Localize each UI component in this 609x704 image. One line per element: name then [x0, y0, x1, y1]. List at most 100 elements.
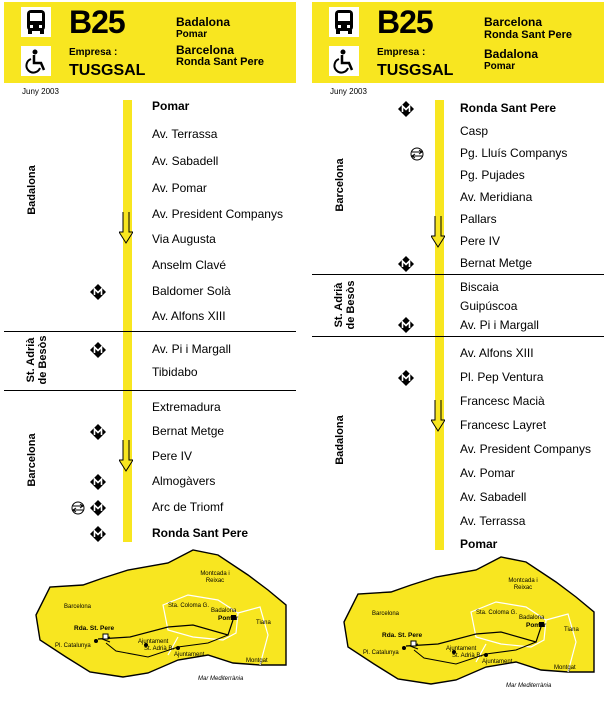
stop-name: Tibidabo	[152, 365, 198, 379]
stop-name: Via Augusta	[152, 232, 216, 246]
stop-name: Av. Sabadell	[460, 490, 527, 504]
metro-icon	[90, 474, 106, 490]
route-line	[123, 100, 132, 542]
map-label: Ajuntament	[174, 652, 205, 658]
route-header: B25 Empresa : TUSGSAL Barcelona Ronda Sa…	[312, 2, 604, 83]
stop-name: Biscaia	[460, 280, 499, 294]
stop-name: Francesc Layret	[460, 418, 547, 432]
destination-stop: Pomar	[484, 61, 516, 72]
issue-date: Juny 2003	[330, 87, 367, 96]
map-label: Badalona	[211, 608, 237, 614]
stop-name: Pere IV	[460, 234, 501, 248]
stop-name: Pomar	[460, 537, 498, 551]
zone-divider	[4, 331, 296, 332]
route-header: B25 Empresa : TUSGSAL Badalona Pomar Bar…	[4, 2, 296, 83]
stop-name: Av. Pi i Margall	[152, 342, 231, 356]
zone-label: St. Adrià de Besòs	[333, 280, 357, 330]
map-label: Mar Mediterrània	[198, 676, 244, 682]
empresa-label: Empresa :	[377, 47, 426, 58]
metro-icon	[398, 256, 414, 272]
wheelchair-icon	[21, 46, 51, 76]
origin-stop: Pomar	[176, 29, 208, 40]
zone-label: Badalona	[334, 415, 346, 465]
destination-stop: Ronda Sant Pere	[176, 56, 265, 68]
map-label: Montgat	[246, 658, 268, 664]
map-label: Pomar	[526, 622, 547, 629]
metro-icon	[90, 424, 106, 440]
stop-name: Pg. Lluís Companys	[460, 146, 568, 160]
map-label: Tiana	[256, 620, 271, 626]
metro-icon	[90, 500, 106, 516]
stop-name: Anselm Clavé	[152, 258, 227, 272]
map-label: St. Adrià B.	[452, 653, 483, 659]
metro-icon	[398, 370, 414, 386]
stop-name: Av. Alfons XIII	[152, 309, 226, 323]
stop-name: Pere IV	[152, 449, 193, 463]
map-label: Ajuntament	[446, 646, 477, 652]
stop-name: Bernat Metge	[460, 256, 533, 270]
bus-icon	[21, 7, 51, 37]
route-number: B25	[377, 4, 434, 40]
timetable-panel-outbound: B25 Empresa : TUSGSAL Badalona Pomar Bar…	[2, 0, 298, 704]
metro-icon	[90, 526, 106, 542]
stop-name: Ronda Sant Pere	[152, 526, 249, 540]
zone-divider	[4, 390, 296, 391]
map-label: Pl. Catalunya	[55, 643, 91, 649]
direction-arrow-icon	[118, 440, 134, 472]
zone-label: Badalona	[26, 165, 38, 215]
route-map: Montcada i Reixac Barcelona Sta. Coloma …	[28, 545, 288, 695]
route-line	[435, 100, 444, 550]
map-label: Rda. St. Pere	[382, 632, 423, 639]
metro-icon	[90, 342, 106, 358]
map-label: Barcelona	[64, 604, 92, 610]
stop-name: Pomar	[152, 99, 190, 113]
map-label: St. Adrià B.	[144, 646, 175, 652]
route-map: Montcada i Reixac Barcelona Sta. Coloma …	[336, 552, 596, 702]
map-label: Pl. Catalunya	[363, 650, 399, 656]
empresa-label: Empresa :	[69, 47, 118, 58]
map-label: Montcada i Reixac	[200, 571, 230, 584]
stop-name: Bernat Metge	[152, 424, 225, 438]
map-label: Pomar	[218, 615, 239, 622]
zone-label: St. Adrià de Besòs	[25, 335, 49, 385]
stop-name: Av. President Companys	[152, 207, 283, 221]
stop-name: Almogàvers	[152, 474, 216, 488]
stop-name: Pl. Pep Ventura	[460, 370, 544, 384]
origin-city: Barcelona	[484, 15, 543, 29]
operator-name: TUSGSAL	[377, 62, 454, 79]
stop-name: Baldomer Solà	[152, 284, 231, 298]
map-label: Barcelona	[372, 611, 400, 617]
zone-divider	[312, 274, 604, 275]
train-icon	[410, 147, 424, 161]
zone-label: Barcelona	[26, 433, 38, 487]
stop-name: Av. Pomar	[460, 466, 515, 480]
zone-label: Barcelona	[334, 158, 346, 212]
destination-city: Badalona	[484, 47, 539, 61]
map-label: Tiana	[564, 627, 579, 633]
stop-name: Av. Meridiana	[460, 190, 533, 204]
stop-name: Av. Pi i Margall	[460, 318, 539, 332]
stop-name: Casp	[460, 124, 489, 138]
stop-name: Francesc Macià	[460, 394, 545, 408]
map-label: Sta. Coloma G.	[168, 603, 210, 609]
route-number: B25	[69, 4, 126, 40]
map-label: Montgat	[554, 665, 576, 671]
map-label: Ajuntament	[482, 659, 513, 665]
timetable-panel-return: B25 Empresa : TUSGSAL Barcelona Ronda Sa…	[310, 0, 606, 704]
map-label: Badalona	[519, 615, 545, 621]
stop-name: Av. Sabadell	[152, 154, 219, 168]
stop-name: Extremadura	[152, 400, 221, 414]
stop-name: Pg. Pujades	[460, 168, 525, 182]
direction-arrow-icon	[118, 212, 134, 244]
stop-name: Av. Terrassa	[460, 514, 526, 528]
stop-name: Arc de Triomf	[152, 500, 224, 514]
metro-icon	[90, 284, 106, 300]
bus-icon	[329, 7, 359, 37]
origin-stop: Ronda Sant Pere	[484, 29, 573, 41]
stop-name: Av. Alfons XIII	[460, 346, 534, 360]
issue-date: Juny 2003	[22, 87, 59, 96]
stop-name: Ronda Sant Pere	[460, 101, 557, 115]
stop-name: Pallars	[460, 212, 497, 226]
destination-city: Barcelona	[176, 43, 235, 57]
map-label: Ajuntament	[138, 639, 169, 645]
